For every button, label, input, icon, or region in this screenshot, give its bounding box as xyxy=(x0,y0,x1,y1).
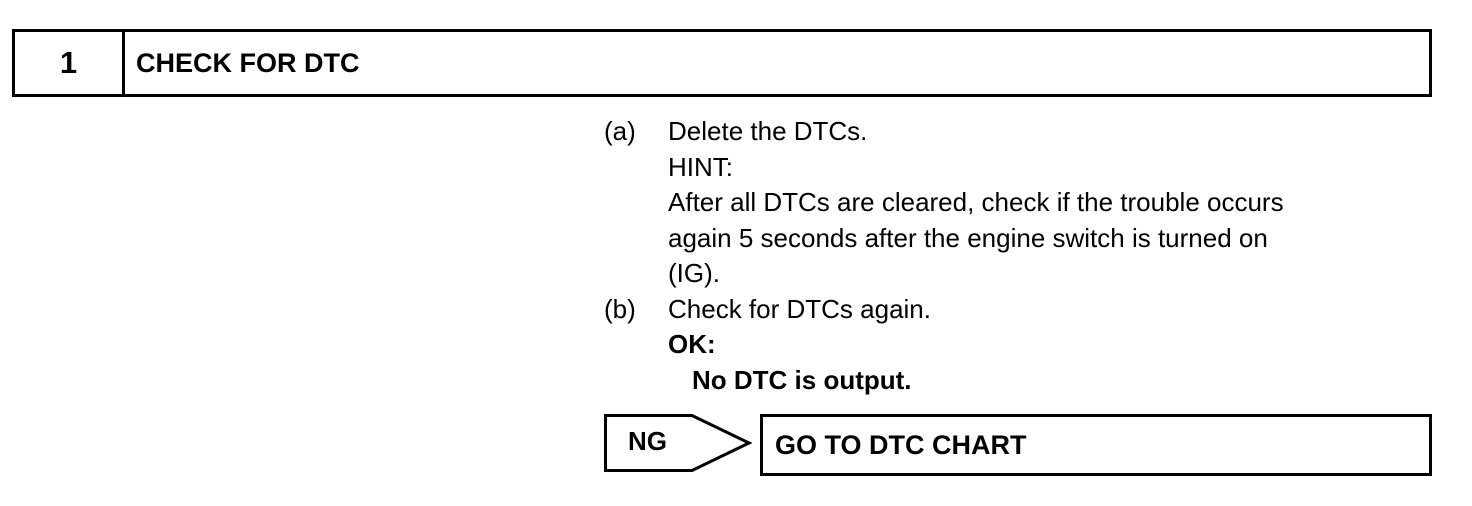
step-header: 1 CHECK FOR DTC xyxy=(12,29,1432,97)
step-title: CHECK FOR DTC xyxy=(136,47,360,78)
instruction-list: (a) Delete the DTCs. HINT: After all DTC… xyxy=(604,114,1424,398)
instruction-body: Delete the DTCs. HINT: After all DTCs ar… xyxy=(668,114,1424,292)
ng-label: NG xyxy=(628,426,667,456)
instruction-text: Check for DTCs again. xyxy=(668,293,931,324)
instruction-item-a: (a) Delete the DTCs. HINT: After all DTC… xyxy=(604,114,1424,292)
ok-label: OK: xyxy=(668,329,716,359)
instruction-item-b: (b) Check for DTCs again. OK: No DTC is … xyxy=(604,292,1424,399)
go-to-dtc-chart-box: GO TO DTC CHART xyxy=(760,414,1432,476)
hint-text: again 5 seconds after the engine switch … xyxy=(668,222,1268,253)
instruction-text: Delete the DTCs. xyxy=(668,116,868,146)
result-row: NG GO TO DTC CHART xyxy=(604,414,1432,476)
instruction-marker: (a) xyxy=(604,116,636,146)
ok-text: No DTC is output. xyxy=(692,364,912,395)
hint-text: (IG). xyxy=(668,258,720,288)
step-number: 1 xyxy=(15,32,125,94)
hint-text: After all DTCs are cleared, check if the… xyxy=(668,187,1284,217)
instruction-body: Check for DTCs again. OK: No DTC is outp… xyxy=(668,292,1424,399)
instruction-marker: (b) xyxy=(604,293,636,324)
hint-label: HINT: xyxy=(668,151,733,182)
ng-arrow-icon xyxy=(604,414,752,472)
